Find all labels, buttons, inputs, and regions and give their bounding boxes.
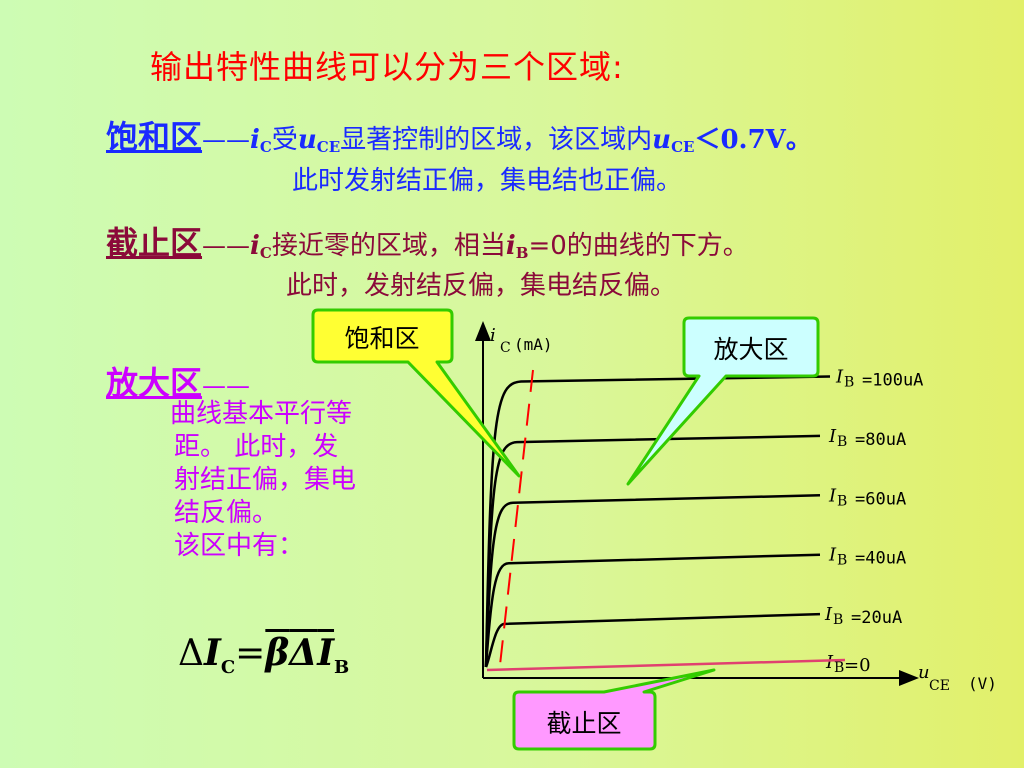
ic-symbol: i [250, 231, 260, 261]
formula-ib-sub: B [334, 657, 350, 679]
saturation-heading: 饱和区 [106, 118, 203, 156]
ib-label-sub: B [837, 434, 847, 450]
formula-ic-sub: C [220, 657, 236, 679]
uce-sub: CE [316, 138, 341, 157]
y-axis-var: i [490, 325, 496, 346]
cutoff-line [486, 658, 846, 672]
x-axis-unit: (V) [968, 674, 997, 693]
ib-label-var: I [825, 652, 834, 673]
saturation-callout-shape [311, 308, 521, 478]
formula-ic: I [204, 632, 221, 674]
ib-label-sub: B [844, 375, 854, 391]
uce-symbol: u [297, 125, 317, 155]
active-line-1: 放大区—— [106, 358, 250, 404]
ib-curve [484, 494, 821, 668]
ic-sub: C [259, 138, 272, 157]
cutoff-line-1: 截止区——iC接近零的区域，相当iB=0的曲线的下方。 [106, 218, 749, 264]
saturation-text-3: ＜0.7V。 [694, 125, 812, 155]
x-axis-sub: CE [929, 678, 950, 694]
ic-symbol: i [250, 125, 260, 155]
active-dash: —— [202, 372, 251, 400]
ib-label-var: I [824, 604, 833, 625]
ib-label-sub: B [837, 493, 847, 509]
active-heading: 放大区 [106, 364, 203, 402]
formula-ib: I [317, 632, 335, 674]
saturation-dash: —— [202, 126, 251, 154]
ib-symbol: i [505, 231, 516, 261]
ic-sub: C [259, 244, 272, 263]
ib-label-value: =40uA [855, 549, 906, 569]
ib-label-value: =60uA [855, 489, 906, 509]
delta-symbol: Δ [289, 632, 318, 674]
formula-equals: = [235, 633, 266, 674]
cutoff-line-2: 此时，发射结反偏，集电结反偏。 [286, 271, 677, 301]
ib-label-value: =80uA [855, 430, 906, 450]
ib-sub: B [515, 244, 529, 263]
ib-label-value: =100uA [862, 371, 923, 391]
ib-label-sub: B [833, 612, 843, 628]
beta-formula: ΔIC=βΔIB [178, 632, 349, 678]
ib-curve [484, 612, 821, 668]
cutoff-callout: 截止区 [512, 668, 716, 751]
ib-label-sub: B [834, 660, 844, 676]
ib-label-sub: B [837, 553, 847, 569]
formula-beta-bar: βΔI [265, 632, 334, 674]
saturation-text-1: 受 [271, 125, 298, 155]
active-callout-label: 放大区 [713, 335, 788, 364]
active-desc-line: 射结正偏，集电 [174, 465, 357, 495]
y-axis-sub: C [500, 340, 511, 356]
page-title: 输出特性曲线可以分为三个区域: [150, 48, 624, 86]
cutoff-callout-shape [512, 668, 716, 751]
saturation-boundary-line [499, 369, 534, 666]
ib-label-var: I [835, 367, 844, 388]
cutoff-heading: 截止区 [106, 224, 203, 262]
ib-label-var: I [828, 426, 837, 447]
saturation-callout-label: 饱和区 [344, 324, 419, 353]
saturation-text-2: 显著控制的区域，该区域内 [340, 125, 653, 155]
saturation-callout: 饱和区 [311, 308, 521, 478]
ib-label-value: =0 [844, 655, 871, 676]
active-description: 曲线基本平行等 距。 此时，发 射结正偏，集电 结反偏。 该区中有： [170, 398, 356, 563]
saturation-line-2: 此时发射结正偏，集电结也正偏。 [292, 166, 683, 196]
active-desc-line: 该区中有： [174, 531, 305, 561]
active-desc-line: 距。 此时，发 [174, 432, 339, 462]
cutoff-text-2: =0的曲线的下方。 [528, 231, 749, 261]
x-axis-var: u [918, 662, 930, 683]
cutoff-dash: —— [202, 232, 251, 260]
active-callout: 放大区 [626, 316, 820, 486]
uce-symbol-2: u [652, 125, 672, 155]
delta-symbol: Δ [178, 633, 204, 674]
ib-curve [484, 553, 821, 668]
ib-curve [484, 434, 821, 668]
formula-beta: β [265, 632, 290, 674]
saturation-line-1: 饱和区——iC受uCE显著控制的区域，该区域内uCE＜0.7V。 [106, 112, 812, 158]
active-desc-line: 结反偏。 [174, 498, 279, 528]
ib-label-value: =20uA [851, 608, 902, 628]
y-axis-unit: (mA) [514, 335, 553, 354]
cutoff-callout-label: 截止区 [546, 709, 621, 738]
ib-label-var: I [828, 545, 837, 566]
uce-sub-2: CE [671, 138, 695, 157]
active-callout-shape [626, 316, 820, 486]
cutoff-text-1: 接近零的区域，相当 [271, 231, 506, 261]
curve-group [484, 375, 831, 668]
active-desc-line: 曲线基本平行等 [170, 399, 353, 429]
ib-label-var: I [828, 485, 837, 506]
